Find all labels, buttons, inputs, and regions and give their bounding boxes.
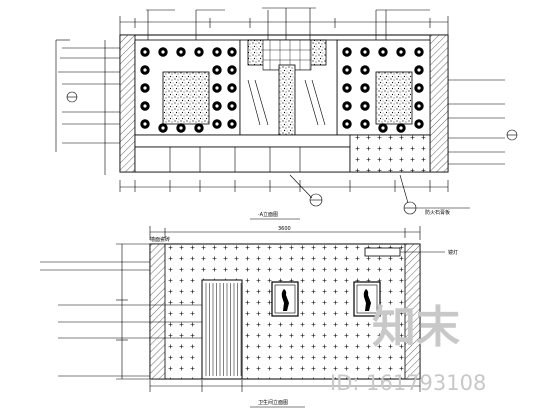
spotlight-dot-center: [215, 86, 219, 90]
left-wall-section: [119, 34, 136, 173]
center-column: [278, 64, 296, 136]
spotlight-dot-center: [363, 104, 367, 108]
framed-picture-left: [271, 281, 299, 317]
watermark: 知末 ID: 161793108: [330, 302, 486, 395]
top-elevation-bottom-note: 防火石膏板: [425, 209, 450, 216]
bottom-elevation: 3600 镜灯: [40, 226, 458, 408]
spotlight-dot-center: [363, 50, 367, 54]
mirror-light-note: 镜灯: [448, 249, 458, 256]
spotlight-dot-center: [143, 104, 147, 108]
spotlight-dot-center: [381, 50, 385, 54]
door: [201, 279, 243, 380]
spotlight-dot-center: [363, 86, 367, 90]
bottom-left-dimension: [116, 243, 150, 380]
decorative-dot-grid: [140, 47, 424, 133]
detail-callout-left: [289, 174, 323, 207]
spotlight-dot-center: [143, 86, 147, 90]
right-side-notes: [448, 79, 518, 165]
spotlight-dot-center: [399, 50, 403, 54]
spotlight-dot-center: [197, 126, 201, 130]
spotlight-dot-center: [197, 50, 201, 54]
top-leaders: [146, 7, 430, 45]
watermark-brand: 知末: [372, 302, 460, 353]
spotlight-dot-center: [215, 122, 219, 126]
bottom-top-dimension-value: 3600: [278, 226, 291, 232]
spotlight-dot-center: [143, 68, 147, 72]
spotlight-dot-center: [143, 50, 147, 54]
spotlight-dot-center: [161, 50, 165, 54]
spotlight-dot-center: [417, 122, 421, 126]
center-feature-wall: [239, 39, 338, 136]
bottom-left-notes: [40, 261, 202, 377]
spotlight-dot-center: [230, 122, 234, 126]
top-elevation-title: ·A立面图: [258, 211, 278, 218]
tiled-base-panel: [349, 134, 431, 173]
spotlight-dot-center: [345, 122, 349, 126]
spotlight-dot-center: [161, 126, 165, 130]
top-elevation: ·A立面图 防火石膏板: [55, 7, 518, 220]
spotlight-dot-center: [230, 104, 234, 108]
spotlight-dot-center: [363, 68, 367, 72]
spotlight-dot-center: [215, 50, 219, 54]
mirror-light: [364, 247, 401, 257]
bottom-top-left-note: 墙面瓷砖: [150, 236, 170, 243]
spotlight-dot-center: [230, 50, 234, 54]
spotlight-dot-center: [215, 104, 219, 108]
spotlight-dot-center: [345, 104, 349, 108]
bottom-top-dimension: [149, 226, 421, 240]
spotlight-dot-center: [230, 86, 234, 90]
framed-picture-right: [353, 281, 381, 317]
spotlight-dot-center: [399, 126, 403, 130]
spotlight-dot-center: [363, 122, 367, 126]
spotlight-dot-center: [143, 122, 147, 126]
bottom-dimension-chain: [119, 180, 449, 192]
spotlight-dot-center: [417, 86, 421, 90]
bottom-left-wall-section: [149, 243, 166, 380]
left-side-notes: [55, 39, 120, 175]
spotlight-dot-center: [417, 68, 421, 72]
spotlight-dot-center: [417, 50, 421, 54]
bottom-bottom-dimension: [149, 380, 421, 392]
spotlight-dot-center: [345, 86, 349, 90]
watermark-id: ID: 161793108: [330, 371, 486, 395]
right-wall-section: [429, 34, 449, 173]
spotlight-dot-center: [179, 126, 183, 130]
left-circle-panel: [134, 39, 241, 136]
spotlight-dot-center: [230, 68, 234, 72]
spotlight-dot-center: [417, 104, 421, 108]
spotlight-dot-center: [381, 126, 385, 130]
top-dimension-chain: [119, 16, 449, 40]
lower-counter-band: [134, 134, 431, 173]
bottom-elevation-title: 卫生间立面图: [258, 399, 288, 406]
spotlight-dot-center: [345, 68, 349, 72]
spotlight-dot-center: [215, 68, 219, 72]
detail-callout-right: [399, 174, 470, 215]
left-stone-inset: [162, 71, 210, 125]
bottom-right-wall-section: [404, 243, 421, 380]
right-stone-inset: [375, 71, 413, 125]
spotlight-dot-center: [179, 50, 183, 54]
spotlight-dot-center: [345, 50, 349, 54]
